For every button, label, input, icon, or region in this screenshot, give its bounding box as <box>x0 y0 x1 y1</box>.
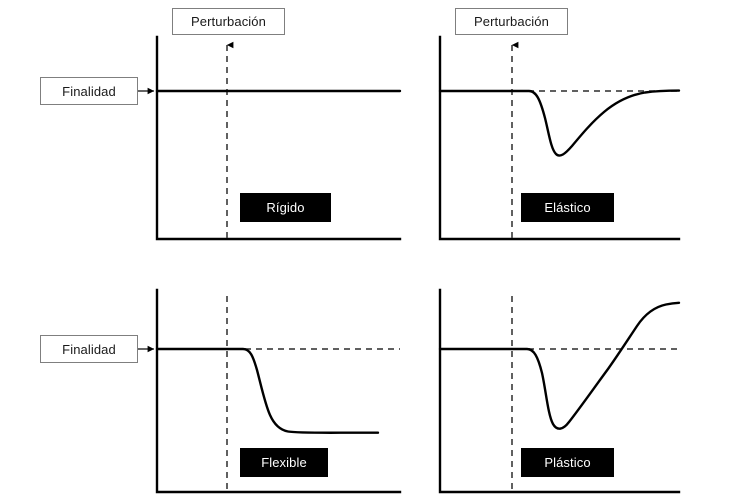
callout-perturbacion-top-right[interactable]: Perturbación <box>455 8 568 35</box>
panel-plastico <box>438 288 681 494</box>
tag-flexible-label: Flexible <box>261 455 307 470</box>
tag-rigido[interactable]: Rígido <box>240 193 331 222</box>
callout-finalidad-top-left[interactable]: Finalidad <box>40 77 138 105</box>
callout-perturbacion-top-left-label: Perturbación <box>191 14 266 29</box>
callout-finalidad-bottom-left[interactable]: Finalidad <box>40 335 138 363</box>
panel-flexible-response-curve <box>155 347 380 434</box>
panel-flexible <box>155 288 402 494</box>
tag-plastico-label: Plástico <box>544 455 591 470</box>
panel-elastico-response-curve <box>438 89 681 157</box>
tag-elastico-label: Elástico <box>544 200 591 215</box>
tag-elastico[interactable]: Elástico <box>521 193 614 222</box>
tag-flexible[interactable]: Flexible <box>240 448 328 477</box>
tag-rigido-label: Rígido <box>266 200 305 215</box>
callout-perturbacion-top-left[interactable]: Perturbación <box>172 8 285 35</box>
callout-finalidad-top-left-label: Finalidad <box>62 83 116 99</box>
panel-flexible-axes <box>155 288 402 494</box>
panel-elastico <box>438 35 681 241</box>
panel-elastico-axes <box>438 35 681 241</box>
panel-plastico-response-curve <box>438 301 681 430</box>
callout-perturbacion-top-right-label: Perturbación <box>474 14 549 29</box>
panel-rigido-axes <box>155 35 402 241</box>
panel-plastico-axes <box>438 288 681 494</box>
panel-rigido <box>155 35 402 241</box>
callout-finalidad-bottom-left-label: Finalidad <box>62 341 116 357</box>
tag-plastico[interactable]: Plástico <box>521 448 614 477</box>
